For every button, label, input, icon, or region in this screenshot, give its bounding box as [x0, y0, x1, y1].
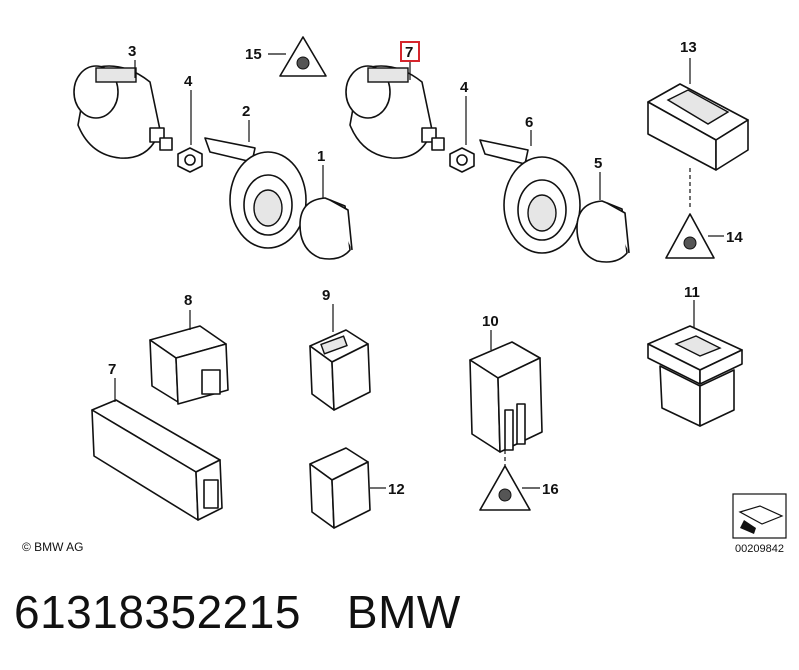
- callout-3: 3: [128, 43, 136, 60]
- callout-17: 16: [542, 481, 559, 498]
- callout-5: 5: [594, 155, 602, 172]
- part-5-knob: [576, 200, 630, 263]
- callout-10: 9: [322, 287, 330, 304]
- callout-7-highlight: [400, 41, 420, 62]
- callout-16: 15: [245, 46, 262, 63]
- caption: 61318352215 BMW: [14, 585, 507, 639]
- part-8-long-switch: [91, 399, 223, 521]
- part-13-switch: [309, 447, 371, 529]
- callout-6: 6: [525, 114, 533, 131]
- callout-9: 8: [184, 292, 192, 309]
- part-6-ring: [479, 139, 581, 254]
- part-number: 61318352215: [14, 586, 301, 638]
- part-15-warning-triangle: [665, 213, 715, 259]
- part-14-switch-block: [647, 83, 749, 171]
- callout-15: 14: [726, 229, 743, 246]
- callout-12: 11: [684, 284, 700, 301]
- callout-8: 7: [108, 361, 116, 378]
- brand-name: BMW: [346, 586, 461, 638]
- part-4-nut-center: [449, 147, 475, 173]
- callout-1: 1: [317, 148, 325, 165]
- part-10-switch: [309, 329, 371, 411]
- part-3-switch-body: [73, 65, 173, 159]
- parts-diagram: 3 4 2 1 15 7 4: [73, 36, 787, 539]
- part-1-knob: [299, 197, 353, 260]
- part-12-switch-block: [647, 325, 743, 427]
- reference-code: 00209842: [735, 543, 784, 555]
- part-9-switch: [149, 325, 229, 405]
- callout-7[interactable]: 7: [405, 44, 413, 61]
- part-11-switch: [469, 341, 543, 453]
- part-4-nut-left: [177, 147, 203, 173]
- copyright-text: © BMW AG: [22, 540, 84, 554]
- callout-2: 2: [242, 103, 250, 120]
- part-2-ring: [204, 137, 307, 249]
- part-17-warning-triangle: [479, 465, 531, 511]
- part-16-warning-triangle: [279, 36, 327, 77]
- part-7-switch-body: [345, 65, 445, 159]
- callout-11: 10: [482, 313, 499, 330]
- callout-4b: 4: [460, 79, 469, 96]
- callout-14: 13: [680, 39, 697, 56]
- reference-arrow-icon: [732, 493, 787, 539]
- callout-13: 12: [388, 481, 405, 498]
- callout-4a: 4: [184, 73, 193, 90]
